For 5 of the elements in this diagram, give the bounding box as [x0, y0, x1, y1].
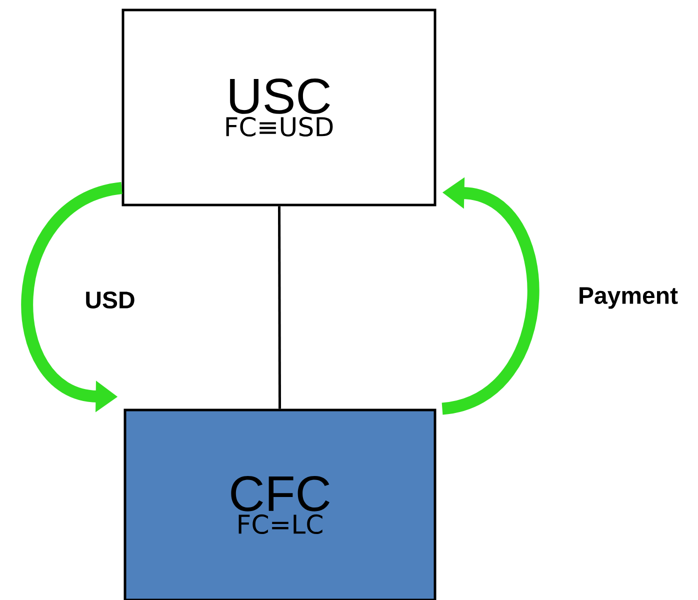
connector-line: [278, 206, 282, 409]
edge-label: USD: [86, 292, 134, 308]
filled-box: CFC FC=LC: [124, 408, 436, 600]
edge-label: Payment: [580, 287, 678, 309]
box: USC FC≡USD: [122, 8, 436, 206]
